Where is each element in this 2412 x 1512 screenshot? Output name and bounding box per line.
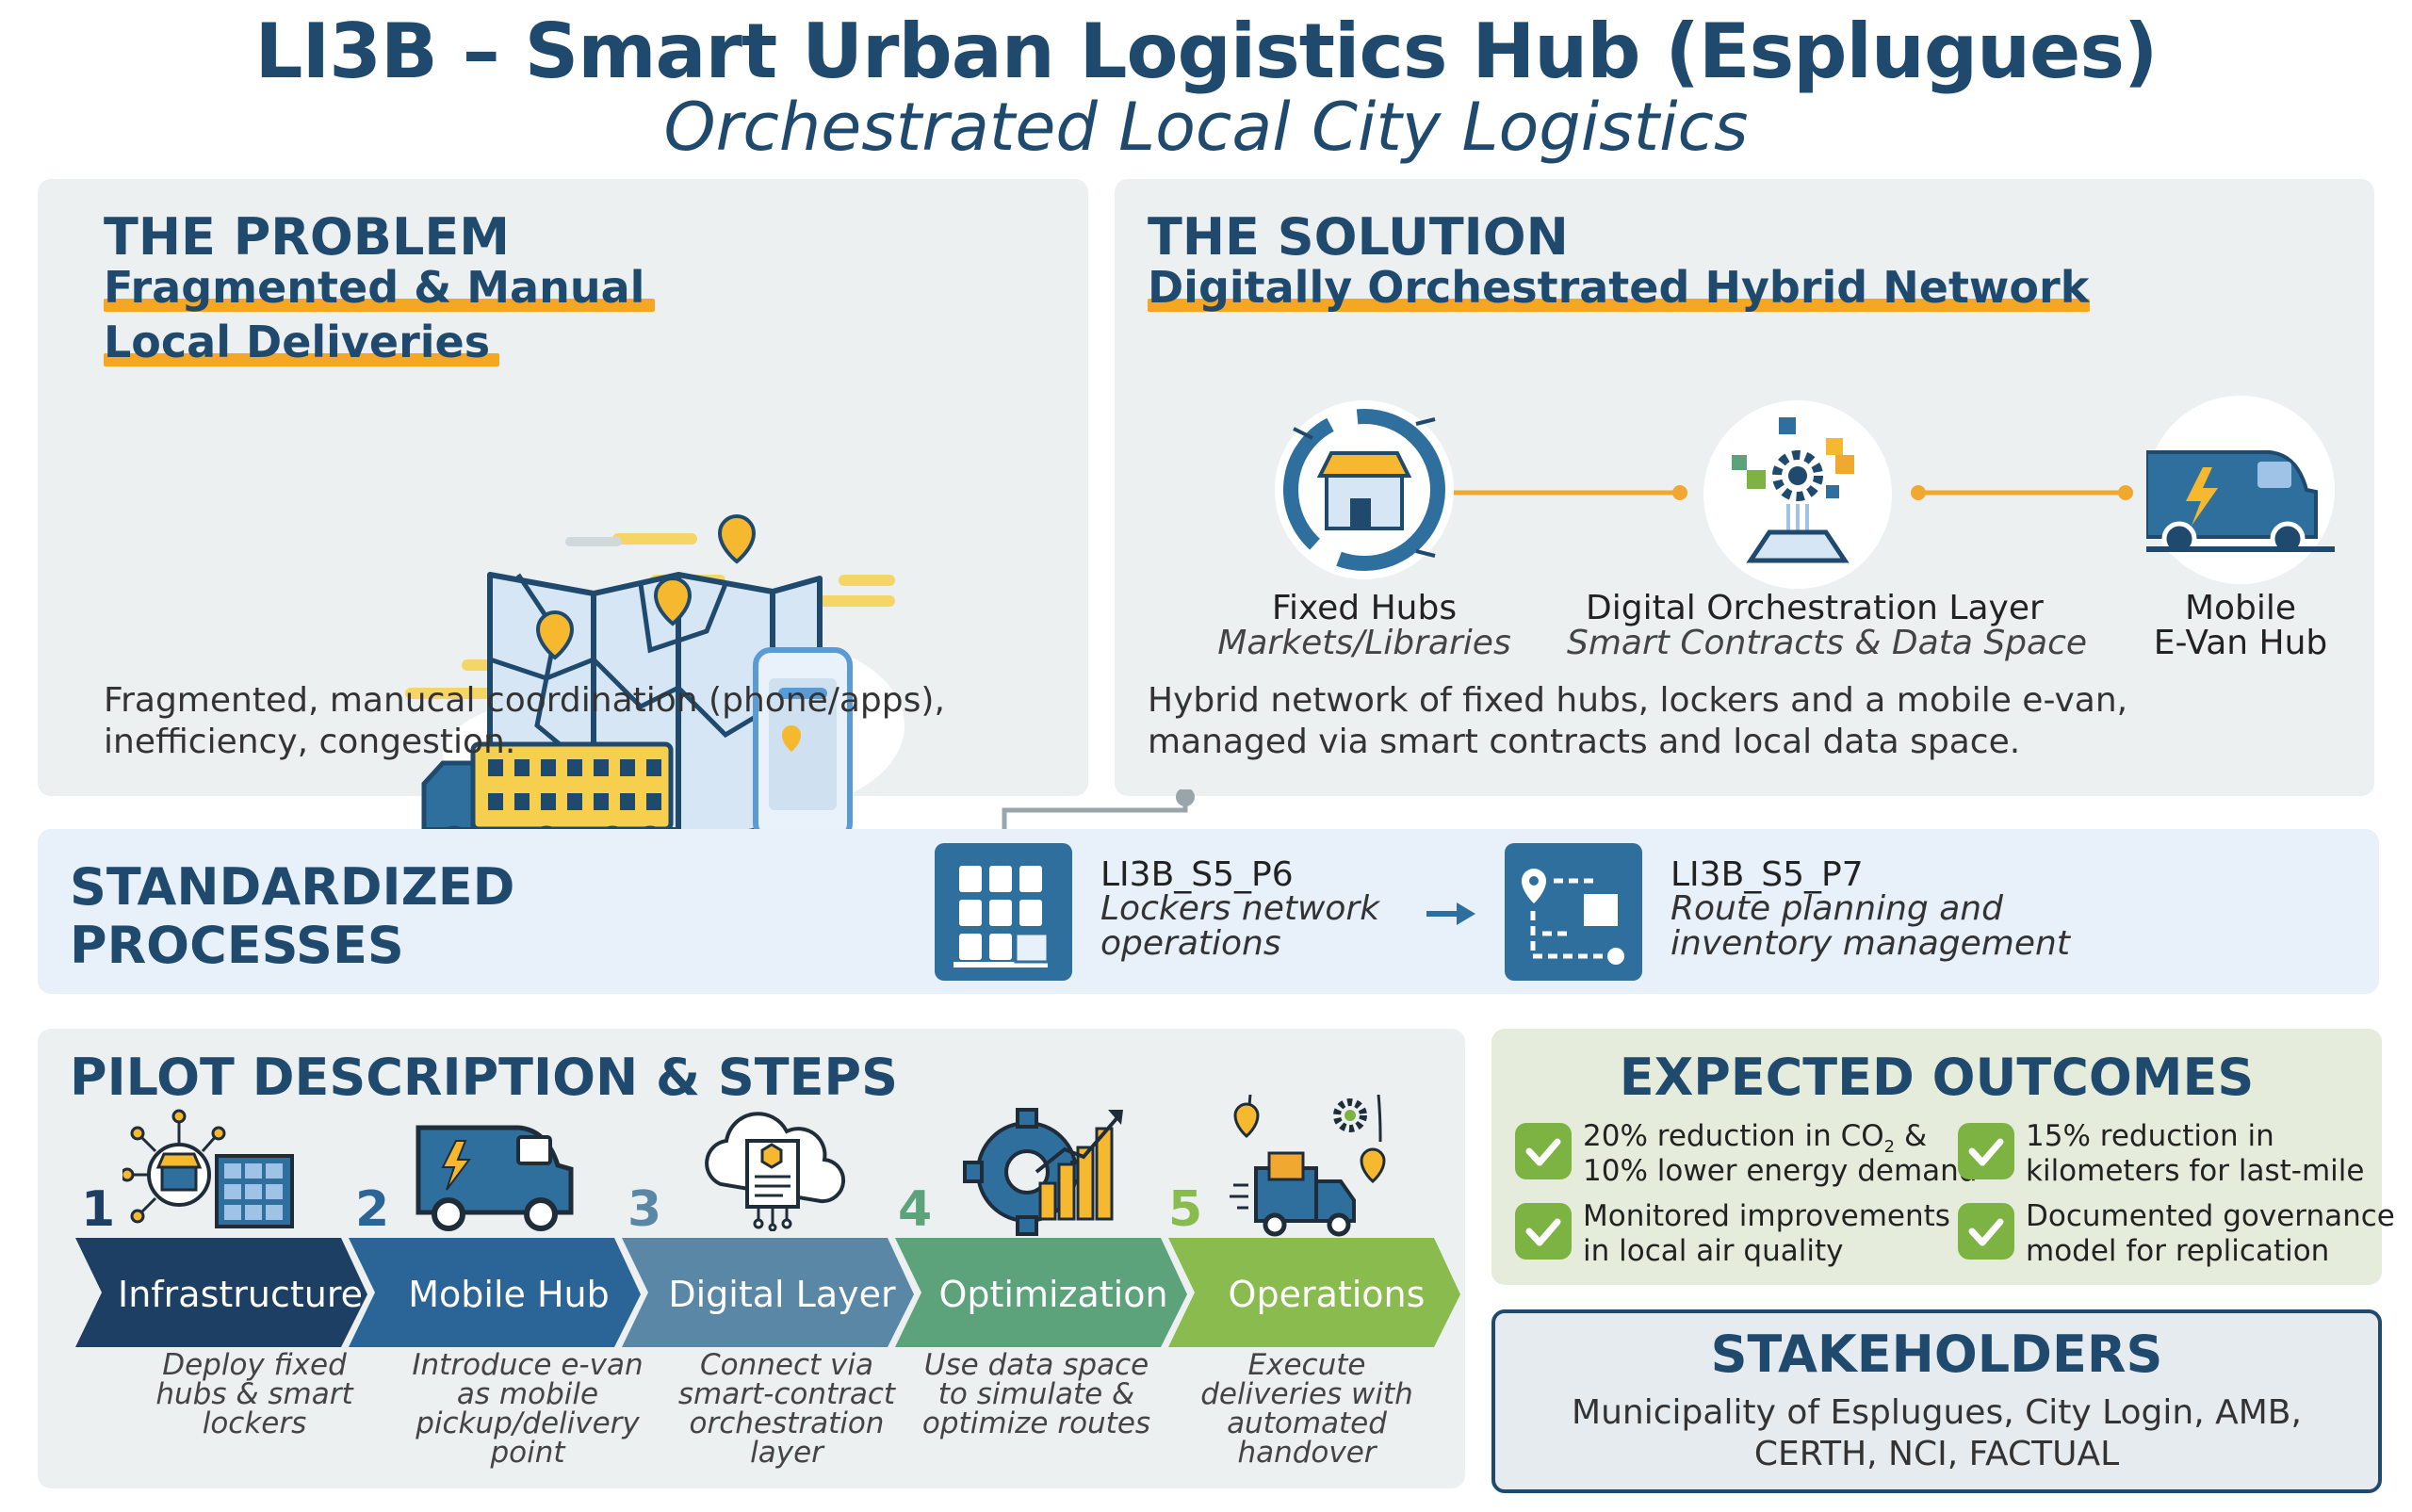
process-p6-desc-line2: operations (1100, 924, 1281, 963)
step-label-optimization: Optimization (938, 1274, 1168, 1315)
page-title: LI3B – Smart Urban Logistics Hub (Esplug… (254, 8, 2158, 95)
gear-growth-chart-icon (963, 1108, 1123, 1236)
step-label-digital-layer: Digital Layer (668, 1274, 896, 1315)
electric-van-icon (2144, 450, 2335, 557)
fixed-hubs-subtitle: Markets/Libraries (1217, 624, 1511, 662)
process-p7-desc-line1: Route planning and (1670, 889, 2003, 928)
route-map-icon (1522, 869, 1624, 965)
highlight-bar (1148, 299, 2090, 312)
step-label-infrastructure: Infrastructure (117, 1274, 364, 1315)
outcome-km-line1: 15% reduction in (2026, 1119, 2274, 1153)
step-number-3: 3 (627, 1181, 662, 1238)
stakeholders-line2: CERTH, NCI, FACTUAL (1753, 1435, 2120, 1473)
outcome-km-line2: kilometers for last-mile (2026, 1154, 2365, 1188)
outcome-governance-line2: model for replication (2026, 1234, 2330, 1268)
step-number-1: 1 (81, 1181, 116, 1238)
problem-description-line1: Fragmented, manucal coordination (phone/… (104, 681, 945, 720)
process-p6-code: LI3B_S5_P6 (1100, 855, 1294, 894)
fixed-hubs-title: Fixed Hubs (1271, 589, 1458, 627)
fixed-hubs-node (1275, 400, 1454, 579)
delivery-truck-pins-icon (1230, 1095, 1386, 1237)
step-number-2: 2 (355, 1181, 390, 1238)
cloud-document-icon (705, 1112, 846, 1231)
solution-subheading: Digitally Orchestrated Hybrid Network (1148, 262, 2090, 313)
process-p7-desc-line2: inventory management (1670, 924, 2070, 963)
hub-lockers-icon (122, 1109, 294, 1228)
step-chevron-1[interactable] (75, 1238, 367, 1347)
node-connectors (1411, 485, 2133, 500)
process-p6-card[interactable] (935, 843, 1072, 981)
market-stall-icon (1283, 409, 1445, 571)
process-p6-desc-line1: Lockers network (1100, 889, 1380, 928)
standardized-processes-panel: STANDARDIZED PROCESSES LI3B_S5_P6 Locker… (38, 829, 2379, 994)
page-subtitle: Orchestrated Local City Logistics (663, 89, 1749, 166)
highlight-bar (104, 353, 499, 366)
stakeholders-panel: STAKEHOLDERS Municipality of Esplugues, … (1491, 1309, 2382, 1493)
evan-node (2144, 396, 2335, 584)
problem-subheading-line1: Fragmented & Manual (104, 262, 645, 313)
delivery-van-icon (416, 1125, 574, 1231)
orchestration-node (1703, 400, 1892, 589)
outcome-air-line1: Monitored improvements (1583, 1199, 1950, 1233)
standardized-heading-line2: PROCESSES (70, 916, 404, 975)
process-p7-card[interactable] (1505, 843, 1642, 981)
check-icon (1958, 1203, 2014, 1260)
pilot-panel: PILOT DESCRIPTION & STEPS (38, 1029, 1465, 1488)
step-label-operations: Operations (1228, 1274, 1426, 1315)
gear-platform-icon (1732, 417, 1854, 563)
solution-description-line1: Hybrid network of fixed hubs, lockers an… (1148, 681, 2128, 720)
step-number-5: 5 (1168, 1181, 1203, 1238)
step-chevron-4[interactable] (895, 1238, 1187, 1347)
step-label-mobile-hub: Mobile Hub (408, 1274, 610, 1315)
step-chevron-2[interactable] (349, 1238, 641, 1347)
expected-outcomes-panel: EXPECTED OUTCOMES 20% reduction in CO2 &… (1491, 1029, 2395, 1285)
stakeholders-heading: STAKEHOLDERS (1710, 1325, 2163, 1384)
evan-title-line1: Mobile (2184, 589, 2297, 627)
solution-heading: THE SOLUTION (1148, 207, 1569, 267)
step-chevron-5[interactable] (1168, 1238, 1460, 1347)
step-number-4: 4 (898, 1181, 933, 1238)
solution-description-line2: managed via smart contracts and local da… (1148, 723, 2021, 761)
outcome-co2-line2: 10% lower energy demand (1583, 1154, 1978, 1188)
problem-description-line2: inefficiency, congestion. (104, 723, 516, 761)
highlight-bar (104, 299, 655, 312)
outcome-air-line2: in local air quality (1583, 1234, 1844, 1268)
standardized-heading-line1: STANDARDIZED (70, 857, 515, 917)
problem-panel: THE PROBLEM Fragmented & Manual Local De… (38, 179, 1088, 857)
outcome-governance-line1: Documented governance (2026, 1199, 2395, 1233)
arrow-right-icon (1426, 902, 1475, 925)
check-icon (1515, 1203, 1572, 1260)
solution-panel: THE SOLUTION Digitally Orchestrated Hybr… (1115, 179, 2374, 796)
outcome-co2-line1: 20% reduction in CO2 & (1583, 1119, 1928, 1158)
check-icon (1958, 1123, 2014, 1179)
step-chevron-3[interactable] (622, 1238, 914, 1347)
orchestration-title: Digital Orchestration Layer (1586, 589, 2044, 627)
fragmented-delivery-illustration (405, 514, 904, 857)
outcomes-heading: EXPECTED OUTCOMES (1619, 1048, 2255, 1107)
check-icon (1515, 1123, 1572, 1179)
steps-chevron-row (75, 1238, 1460, 1347)
problem-heading: THE PROBLEM (104, 207, 510, 267)
lockers-icon (953, 866, 1050, 967)
pilot-heading: PILOT DESCRIPTION & STEPS (70, 1048, 898, 1107)
evan-title-line2: E-Van Hub (2153, 624, 2328, 662)
stakeholders-line1: Municipality of Esplugues, City Login, A… (1572, 1393, 2302, 1432)
problem-subheading-line2: Local Deliveries (104, 317, 491, 367)
orchestration-subtitle: Smart Contracts & Data Space (1567, 624, 2088, 662)
process-p7-code: LI3B_S5_P7 (1670, 855, 1864, 894)
